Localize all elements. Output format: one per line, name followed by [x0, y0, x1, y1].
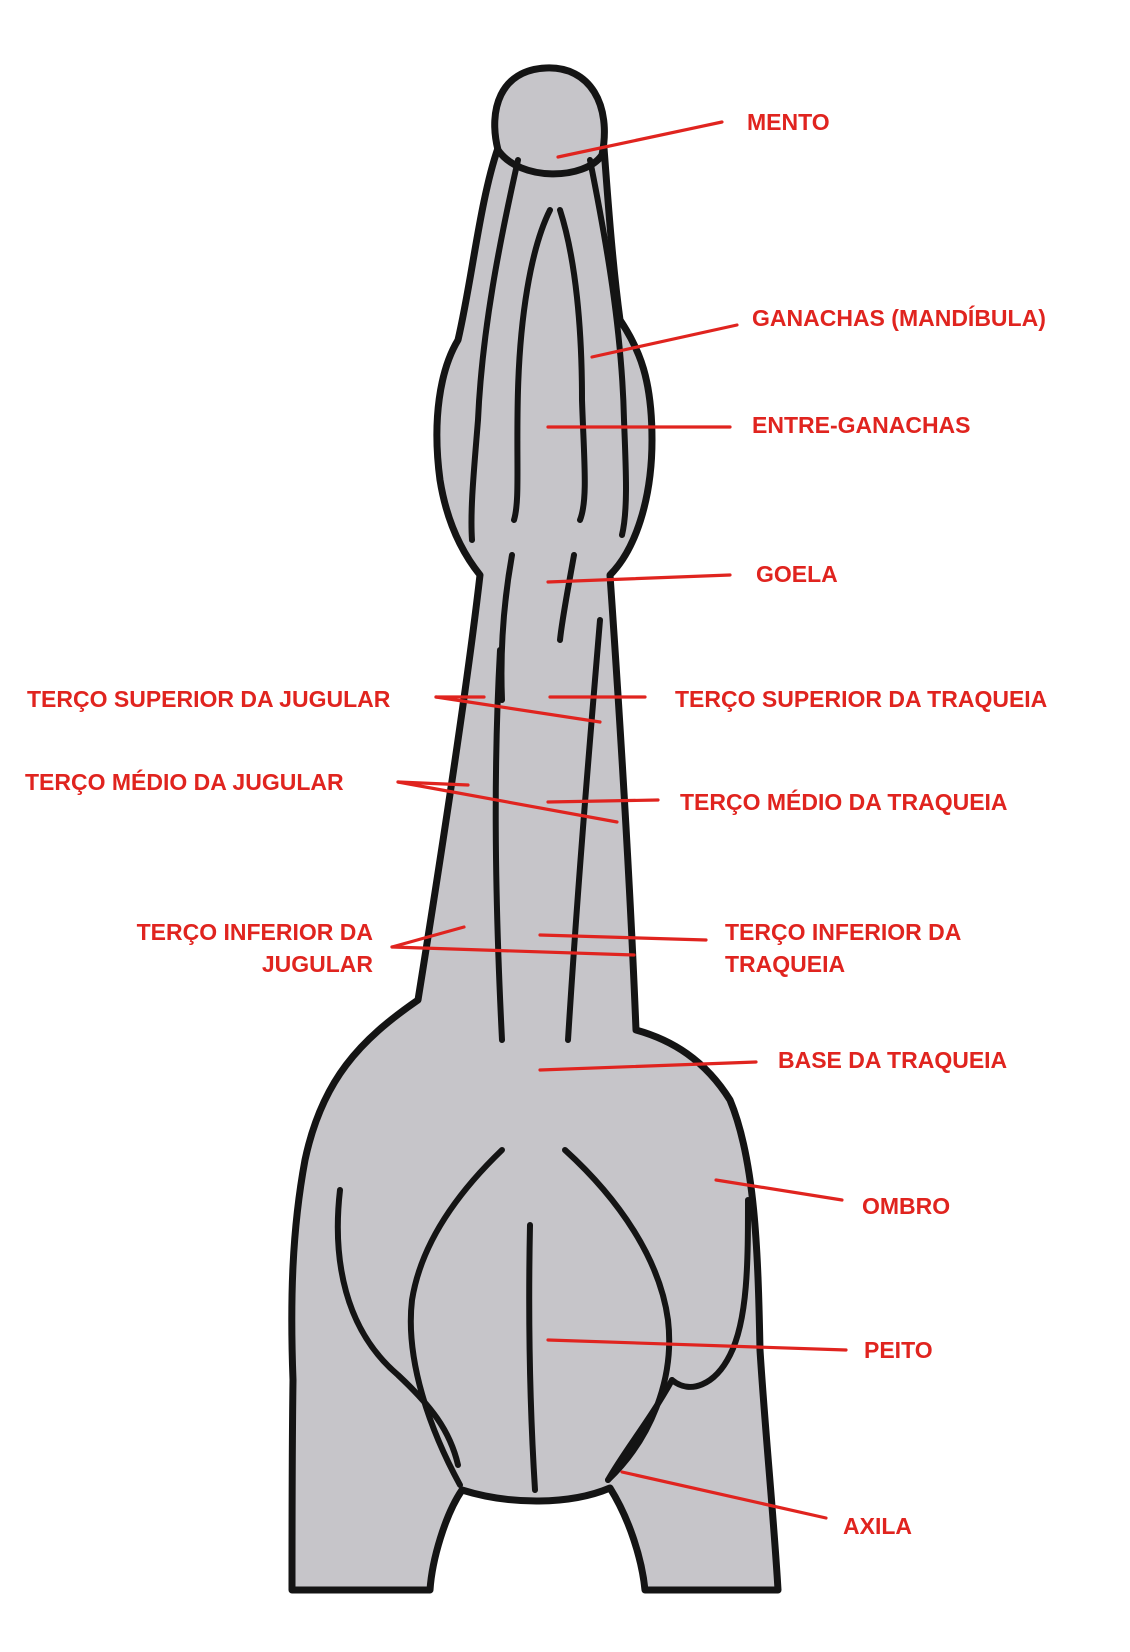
- leader-terco-medio-traqueia: [548, 800, 658, 802]
- label-ombro: OMBRO: [862, 1193, 950, 1219]
- label-terco-inferior-jugular-line1: TERÇO INFERIOR DA: [137, 919, 373, 945]
- label-terco-medio-jugular: TERÇO MÉDIO DA JUGULAR: [25, 768, 344, 795]
- label-axila: AXILA: [843, 1513, 912, 1539]
- horse-silhouette: [292, 148, 778, 1590]
- label-goela: GOELA: [756, 561, 838, 587]
- label-mento: MENTO: [747, 109, 830, 135]
- label-terco-medio-traqueia: TERÇO MÉDIO DA TRAQUEIA: [680, 788, 1008, 815]
- label-terco-superior-traqueia: TERÇO SUPERIOR DA TRAQUEIA: [675, 686, 1047, 712]
- label-terco-superior-jugular: TERÇO SUPERIOR DA JUGULAR: [27, 686, 391, 712]
- label-terco-inferior-traqueia-line2: TRAQUEIA: [725, 951, 845, 977]
- label-peito: PEITO: [864, 1337, 933, 1363]
- label-terco-inferior-jugular-line2: JUGULAR: [262, 951, 374, 977]
- label-entre-ganachas: ENTRE-GANACHAS: [752, 412, 971, 438]
- label-ganachas: GANACHAS (MANDÍBULA): [752, 304, 1046, 331]
- label-base-traqueia: BASE DA TRAQUEIA: [778, 1047, 1007, 1073]
- label-terco-inferior-traqueia-line1: TERÇO INFERIOR DA: [725, 919, 961, 945]
